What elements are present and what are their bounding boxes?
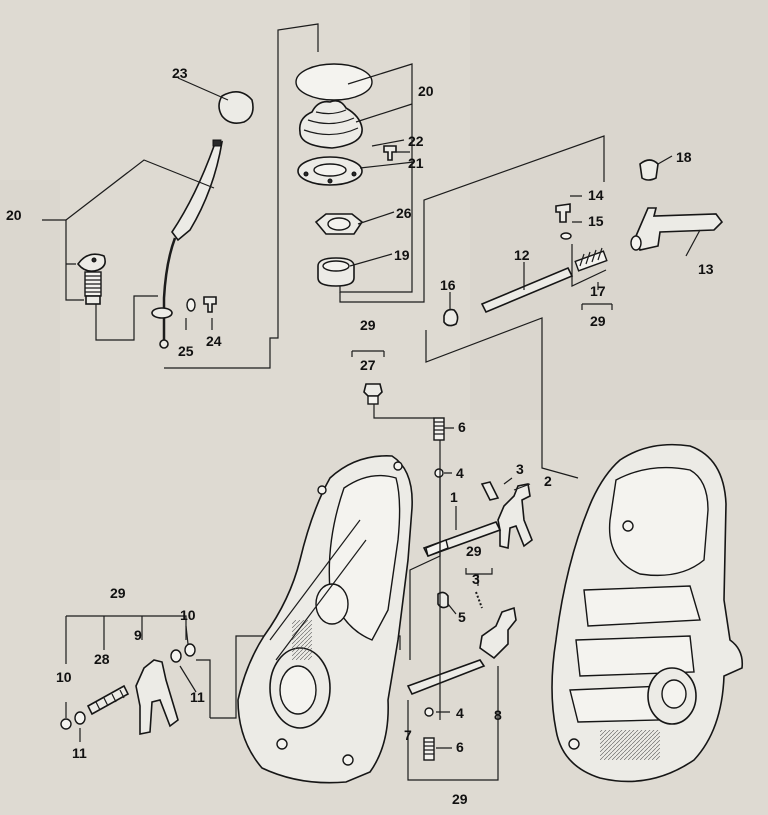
shift-fork-9 bbox=[135, 659, 179, 735]
callout-12: 12 bbox=[514, 247, 530, 263]
callout-17: 17 bbox=[590, 283, 606, 299]
pin-3-lower bbox=[475, 591, 483, 609]
fork-shaft-7 bbox=[406, 659, 486, 696]
callout-11-left: 11 bbox=[72, 745, 87, 761]
callout-11-right: 11 bbox=[190, 689, 205, 705]
plug-10-left bbox=[60, 718, 72, 730]
callout-29-right: 29 bbox=[590, 313, 606, 329]
plug-27 bbox=[363, 383, 383, 397]
lever-tip bbox=[212, 139, 222, 147]
leader-lines-top bbox=[339, 63, 605, 303]
callout-27: 27 bbox=[360, 357, 376, 373]
lever-end bbox=[159, 339, 169, 349]
callout-20-left: 20 bbox=[6, 207, 22, 223]
spring-6-top bbox=[433, 417, 445, 441]
callout-20-top: 20 bbox=[418, 83, 434, 99]
bolt-14 bbox=[555, 203, 571, 223]
pin-3-top bbox=[480, 481, 500, 501]
paper-bleed-through bbox=[0, 0, 768, 480]
callout-14: 14 bbox=[588, 187, 604, 203]
lever-ball bbox=[151, 307, 173, 319]
callout-16: 16 bbox=[440, 277, 456, 293]
spring-28 bbox=[86, 684, 130, 716]
callout-22: 22 bbox=[408, 133, 424, 149]
callout-4-bottom: 4 bbox=[456, 705, 464, 721]
ring-11-left bbox=[74, 711, 86, 725]
callout-6-bottom: 6 bbox=[456, 739, 464, 755]
spring-6-bottom bbox=[423, 737, 435, 761]
left-transmission-case bbox=[237, 455, 413, 784]
callout-15: 15 bbox=[588, 213, 604, 229]
callout-29-center-top: 29 bbox=[360, 317, 376, 333]
boot-retainer-stack bbox=[295, 63, 397, 287]
interlock-16 bbox=[443, 308, 459, 327]
callout-13: 13 bbox=[698, 261, 714, 277]
callout-4-top: 4 bbox=[456, 465, 464, 481]
plug-10-right bbox=[184, 643, 196, 657]
shift-knob bbox=[218, 91, 254, 124]
bushing-bottom-20 bbox=[85, 295, 101, 305]
callout-3-lower: 3 bbox=[472, 571, 480, 587]
callout-29-bottom: 29 bbox=[452, 791, 468, 807]
callout-21: 21 bbox=[408, 155, 424, 171]
callout-1: 1 bbox=[450, 489, 458, 505]
leader-lines-center bbox=[210, 404, 531, 781]
ring-11-right bbox=[170, 649, 182, 663]
lever-boot bbox=[171, 140, 224, 242]
cap-18 bbox=[639, 159, 659, 181]
shift-fork-2 bbox=[497, 483, 533, 550]
callout-3-top: 3 bbox=[516, 461, 524, 477]
callout-29-left: 29 bbox=[110, 585, 126, 601]
bushing-top-20 bbox=[76, 253, 106, 272]
leader-lines-right bbox=[425, 155, 701, 479]
callout-25: 25 bbox=[178, 343, 194, 359]
callout-18: 18 bbox=[676, 149, 692, 165]
lever-rod bbox=[162, 237, 177, 340]
callout-7: 7 bbox=[404, 727, 412, 743]
rubber-boot-20 bbox=[298, 100, 363, 149]
fork-group-lower-left bbox=[60, 643, 196, 735]
shift-fork-8 bbox=[479, 606, 517, 660]
shift-lever-assembly bbox=[76, 91, 254, 349]
ball-4-top bbox=[434, 468, 444, 478]
ball-4-bottom bbox=[424, 707, 434, 717]
callout-9: 9 bbox=[134, 627, 142, 643]
callout-28: 28 bbox=[94, 651, 110, 667]
callout-8: 8 bbox=[494, 707, 502, 723]
callout-19: 19 bbox=[394, 247, 410, 263]
callout-5: 5 bbox=[458, 609, 466, 625]
boot-ring-20 bbox=[295, 63, 373, 101]
callout-labels: 23 20 25 24 20 22 21 26 19 18 14 15 13 1… bbox=[6, 65, 714, 807]
callout-29-center-mid: 29 bbox=[466, 543, 482, 559]
bolt-22 bbox=[383, 145, 397, 161]
callout-24: 24 bbox=[206, 333, 222, 349]
callout-2: 2 bbox=[544, 473, 552, 489]
callout-26: 26 bbox=[396, 205, 412, 221]
detent-parts-center bbox=[351, 350, 533, 761]
right-transmission-case bbox=[551, 443, 744, 783]
o-ring-25 bbox=[186, 298, 196, 312]
callout-10-right: 10 bbox=[180, 607, 196, 623]
leader-lines-lower-left bbox=[65, 615, 211, 742]
washer-15 bbox=[560, 232, 572, 240]
callout-6-top: 6 bbox=[458, 419, 466, 435]
bolt-24 bbox=[203, 296, 217, 313]
leader-lines-left bbox=[42, 23, 319, 369]
callout-23: 23 bbox=[172, 65, 188, 81]
callout-10-left: 10 bbox=[56, 669, 72, 685]
shift-rod-group bbox=[443, 159, 724, 327]
shift-arm-13 bbox=[635, 207, 724, 251]
